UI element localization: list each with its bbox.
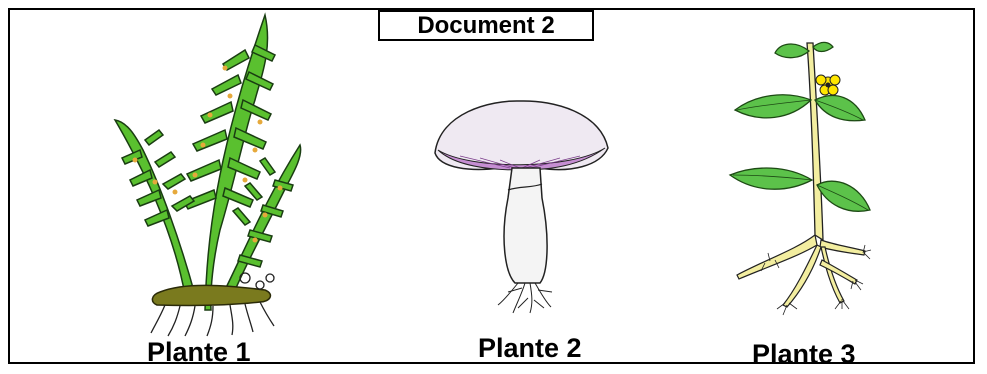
fern-icon <box>95 10 325 340</box>
flowering-plant-icon <box>725 35 875 335</box>
plant-1-label: Plante 1 <box>147 337 251 367</box>
plant-2-label: Plante 2 <box>478 333 582 363</box>
mushroom-icon <box>430 98 610 323</box>
document-title: Document 2 <box>378 10 594 41</box>
plant-3-label: Plante 3 <box>752 339 856 369</box>
